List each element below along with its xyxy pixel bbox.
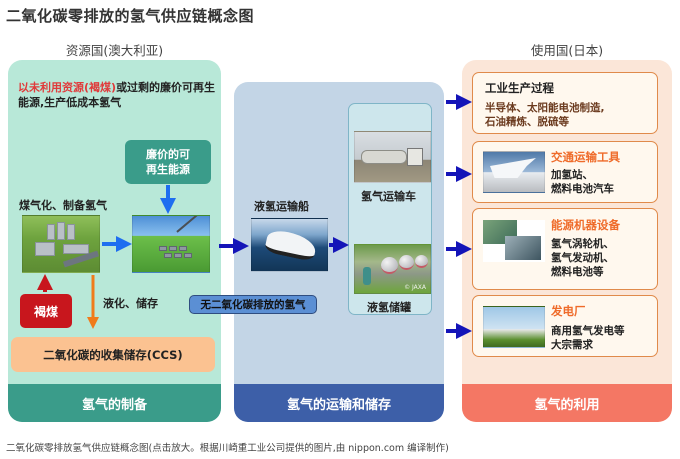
usage-card-desc: 氢气涡轮机、 氢气发动机、 燃料电池等 <box>551 237 614 279</box>
coal-gasification-label: 煤气化、制备氢气 <box>19 199 107 212</box>
usage-card-transport: 交通运输工具 加氢站、 燃料电池汽车 <box>472 141 658 203</box>
desc-line: 氢气发动机、 <box>551 252 614 264</box>
usage-card-title: 发电厂 <box>551 304 586 318</box>
turbine-engine-image <box>483 220 545 262</box>
coal-gasification-plant-image <box>22 215 100 273</box>
intro-highlight: 以未利用资源(褐煤) <box>18 81 117 94</box>
usage-card-power-plant: 发电厂 商用氢气发电等 大宗需求 <box>472 295 658 357</box>
desc-line: 氢气涡轮机、 <box>551 238 614 250</box>
truck-label: 氢气运输车 <box>361 190 416 203</box>
desc-line: 燃料电池汽车 <box>551 183 614 195</box>
source-country-heading: 资源国(澳大利亚) <box>65 43 164 58</box>
co2-free-hydrogen-label: 无二氧化碳排放的氢气 <box>189 295 317 314</box>
intro-text: 或过剩的廉价可再生能源,生产低成本氢气 <box>18 81 216 109</box>
production-intro: 以未利用资源(褐煤)或过剩的廉价可再生能源,生产低成本氢气 <box>18 80 218 110</box>
power-plant-image <box>483 306 545 348</box>
usage-card-desc: 商用氢气发电等 大宗需求 <box>551 324 625 352</box>
renewable-line2: 再生能源 <box>146 163 190 176</box>
ship-label: 液氢运输船 <box>254 200 309 213</box>
hydrogen-storage-tank-image: © JAXA <box>354 244 431 294</box>
destination-country-heading: 使用国(日本) <box>530 43 604 58</box>
desc-line: 燃料电池等 <box>551 266 604 278</box>
desc-line: 石油精炼、脱硫等 <box>485 116 569 128</box>
desc-line: 商用氢气发电等 <box>551 325 625 337</box>
liquid-hydrogen-ship-image <box>251 218 328 272</box>
hydrogen-production-site-image <box>132 215 210 273</box>
usage-card-desc: 加氢站、 燃料电池汽车 <box>551 168 614 196</box>
diagram-title: 二氧化碳零排放的氢气供应链概念图 <box>6 7 255 25</box>
desc-line: 半导体、太阳能电池制造, <box>485 102 605 114</box>
usage-footer: 氢气的利用 <box>462 384 672 422</box>
ccs-box: 二氧化碳的收集储存(CCS) <box>11 337 215 372</box>
transport-footer: 氢气的运输和储存 <box>234 384 444 422</box>
production-footer: 氢气的制备 <box>8 384 221 422</box>
jaxa-credit: © JAXA <box>404 284 426 291</box>
usage-card-title: 能源机器设备 <box>551 218 620 232</box>
desc-line: 大宗需求 <box>551 339 593 351</box>
hydrogen-truck-image <box>354 131 431 183</box>
hydrogen-station-image <box>483 151 545 193</box>
figure-caption: 二氧化碳零排放氢气供应链概念图(点击放大。根据川崎重工业公司提供的图片,由 ni… <box>6 443 449 454</box>
usage-card-industry: 工业生产过程 半导体、太阳能电池制造, 石油精炼、脱硫等 <box>472 72 658 134</box>
renewable-line1: 廉价的可 <box>146 148 190 161</box>
usage-card-desc: 半导体、太阳能电池制造, 石油精炼、脱硫等 <box>485 101 605 129</box>
tank-label: 液氢储罐 <box>367 301 411 314</box>
usage-card-title: 交通运输工具 <box>551 150 620 164</box>
brown-coal-box: 褐煤 <box>20 294 72 328</box>
desc-line: 加氢站、 <box>551 169 593 181</box>
liquefy-store-label: 液化、储存 <box>103 297 158 310</box>
usage-card-title: 工业生产过程 <box>485 81 554 95</box>
renewable-energy-box: 廉价的可 再生能源 <box>125 140 211 184</box>
usage-card-energy-equipment: 能源机器设备 氢气涡轮机、 氢气发动机、 燃料电池等 <box>472 208 658 290</box>
